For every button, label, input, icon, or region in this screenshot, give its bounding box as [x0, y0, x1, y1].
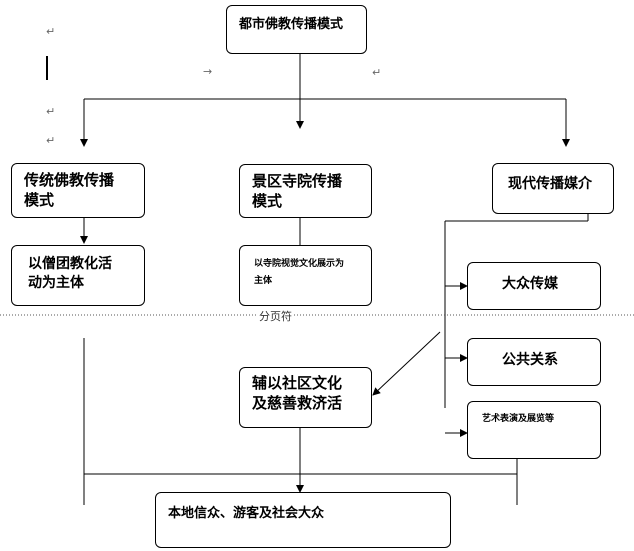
community-node-label: 辅以社区文化 及慈善救济活: [252, 374, 343, 413]
root-node-label: 都市佛教传播模式: [239, 17, 344, 32]
text-cursor: [46, 56, 48, 80]
temple-node: 景区寺院传播 模式: [239, 164, 372, 218]
sangha-node-label: 以僧团教化活 动为主体: [28, 256, 112, 291]
temple-node-label: 景区寺院传播 模式: [252, 172, 343, 211]
mass-media-node: 大众传媒: [467, 262, 601, 310]
traditional-node: 传统佛教传播 模式: [11, 163, 145, 218]
arts-node-label: 艺术表演及展览等: [482, 414, 555, 424]
mass-media-node-label: 大众传媒: [502, 276, 558, 292]
community-node: 辅以社区文化 及慈善救济活: [239, 367, 372, 428]
audience-node: 本地信众、游客及社会大众: [155, 492, 451, 548]
arts-node: 艺术表演及展览等: [467, 401, 601, 459]
audience-node-label: 本地信众、游客及社会大众: [168, 506, 325, 521]
visual-culture-node: 以寺院视觉文化展示为 主体: [239, 245, 372, 306]
paragraph-mark: ↵: [46, 105, 56, 118]
public-relations-node-label: 公共关系: [502, 352, 558, 368]
paragraph-mark: ↵: [46, 134, 56, 147]
visual-culture-node-label: 以寺院视觉文化展示为 主体: [254, 259, 345, 287]
arrow-to-community: [372, 331, 441, 396]
modern-node: 现代传播媒介: [492, 163, 614, 214]
page-break-label: 分页符: [257, 308, 294, 324]
public-relations-node: 公共关系: [467, 338, 601, 386]
paragraph-mark: ↵: [46, 25, 56, 38]
paragraph-mark: ↵: [372, 66, 382, 79]
sangha-node: 以僧团教化活 动为主体: [11, 245, 145, 306]
modern-node-label: 现代传播媒介: [508, 176, 592, 192]
root-node: 都市佛教传播模式: [226, 5, 367, 54]
traditional-node-label: 传统佛教传播 模式: [24, 171, 115, 210]
tab-mark: →: [203, 65, 213, 78]
